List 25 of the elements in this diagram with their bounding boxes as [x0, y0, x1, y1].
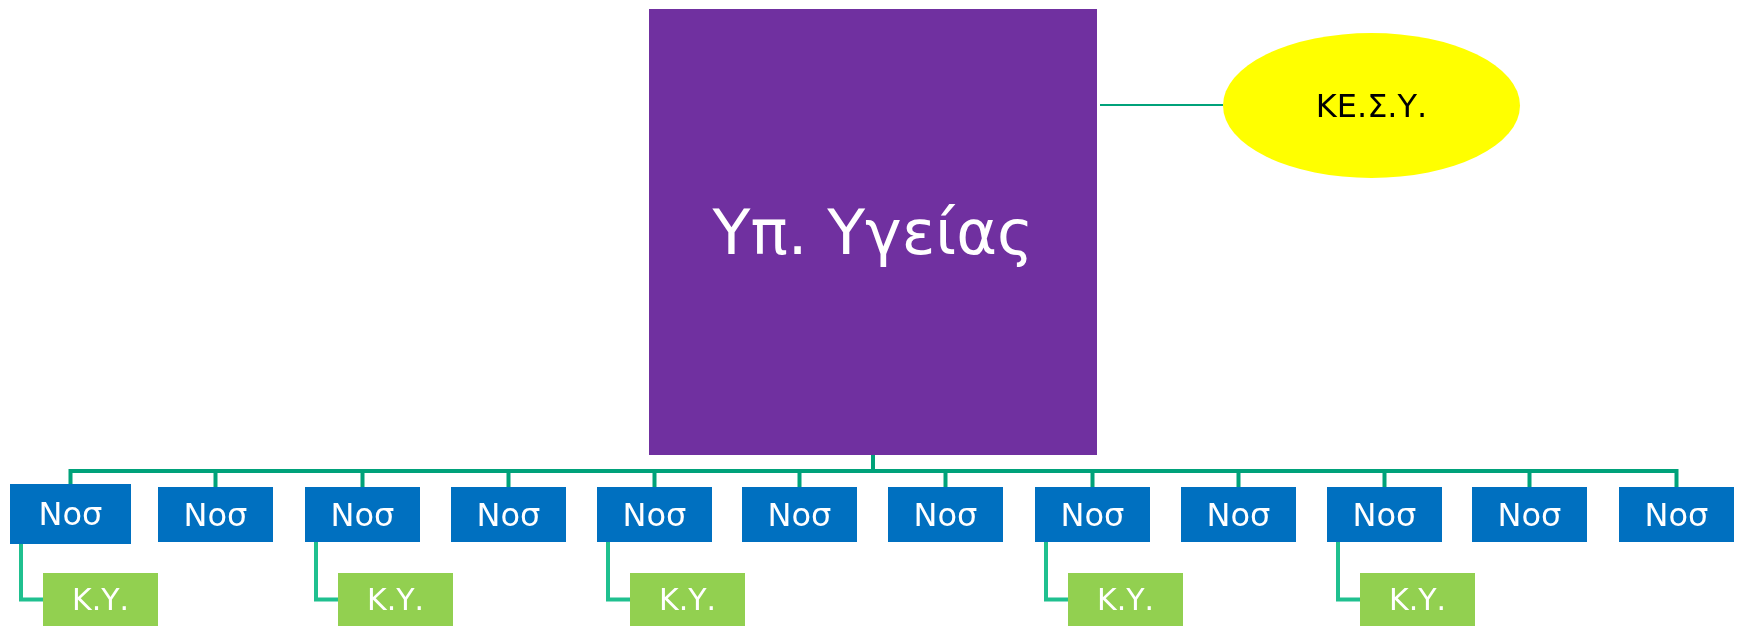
connector-line — [1099, 104, 1224, 106]
hospital-box: Νοσ — [742, 487, 857, 542]
health-center-box: Κ.Υ. — [1360, 573, 1475, 626]
health-center-box: Κ.Υ. — [630, 573, 745, 626]
council-ellipse: ΚΕ.Σ.Υ. — [1223, 33, 1520, 178]
connector-line — [606, 542, 630, 602]
hospital-box: Νοσ — [888, 487, 1003, 542]
hospital-box: Νοσ — [1181, 487, 1296, 542]
hospital-box: Νοσ — [1035, 487, 1150, 542]
health-center-box: Κ.Υ. — [338, 573, 453, 626]
hospital-box: Νοσ — [451, 487, 566, 542]
hospital-box: Νοσ — [1619, 487, 1734, 542]
connector-line — [314, 542, 338, 602]
health-center-box: Κ.Υ. — [1068, 573, 1183, 626]
hospital-box: Νοσ — [10, 484, 131, 544]
connector-line — [19, 544, 43, 602]
health-center-box: Κ.Υ. — [43, 573, 158, 626]
hospital-box: Νοσ — [1472, 487, 1587, 542]
hospital-box: Νοσ — [305, 487, 420, 542]
hospital-box: Νοσ — [1327, 487, 1442, 542]
connector-line — [1336, 542, 1360, 602]
hospital-box: Νοσ — [597, 487, 712, 542]
hospital-box: Νοσ — [158, 487, 273, 542]
connector-line — [1044, 542, 1068, 602]
ministry-box: Υπ. Υγείας — [649, 9, 1097, 455]
